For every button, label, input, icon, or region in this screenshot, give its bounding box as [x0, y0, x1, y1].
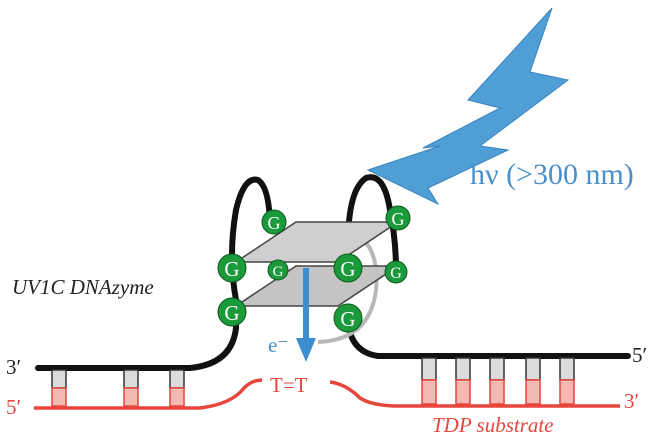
base-pairs-right: [421, 357, 575, 405]
svg-text:G: G: [390, 265, 402, 282]
dnazyme-strand-right: [345, 174, 399, 273]
svg-text:G: G: [392, 209, 405, 229]
bottom-strand-5prime-label: 5′: [6, 395, 21, 419]
svg-text:G: G: [268, 213, 281, 233]
dnazyme-label: UV1C DNAzyme: [12, 275, 154, 299]
electron-transfer-arrow: [296, 268, 316, 362]
svg-text:G: G: [340, 307, 355, 331]
guanine-3: G: [217, 253, 247, 283]
electron-label: e⁻: [268, 333, 288, 357]
bottom-strand-3prime-label: 3′: [624, 389, 639, 413]
guanine-8: G: [333, 303, 363, 333]
svg-text:G: G: [224, 301, 239, 325]
light-label: hν (>300 nm): [470, 158, 634, 191]
svg-text:G: G: [340, 257, 355, 281]
substrate-strand-left: [34, 378, 263, 410]
guanine-4: G: [267, 259, 289, 281]
substrate-label: TDP substrate: [432, 413, 554, 436]
svg-text:G: G: [273, 264, 284, 280]
substrate-strand-right: [329, 380, 620, 408]
top-strand-3prime-label: 3′: [6, 355, 21, 379]
svg-text:G: G: [224, 257, 239, 281]
guanine-5: G: [333, 253, 363, 283]
guanine-6: G: [384, 260, 408, 284]
guanine-2: G: [385, 205, 411, 231]
top-strand-5prime-label: 5′: [632, 343, 647, 367]
guanine-bases: G G G G G G G G: [217, 205, 411, 333]
base-pairs-left: [51, 369, 185, 407]
lightning-bolt-icon: [366, 7, 570, 206]
thymine-dimer-label: T=T: [270, 373, 308, 397]
dnazyme-strand-right-tail: [345, 317, 631, 359]
dnazyme-strand-left: [35, 176, 273, 371]
guanine-7: G: [217, 297, 247, 327]
guanine-1: G: [261, 209, 287, 235]
